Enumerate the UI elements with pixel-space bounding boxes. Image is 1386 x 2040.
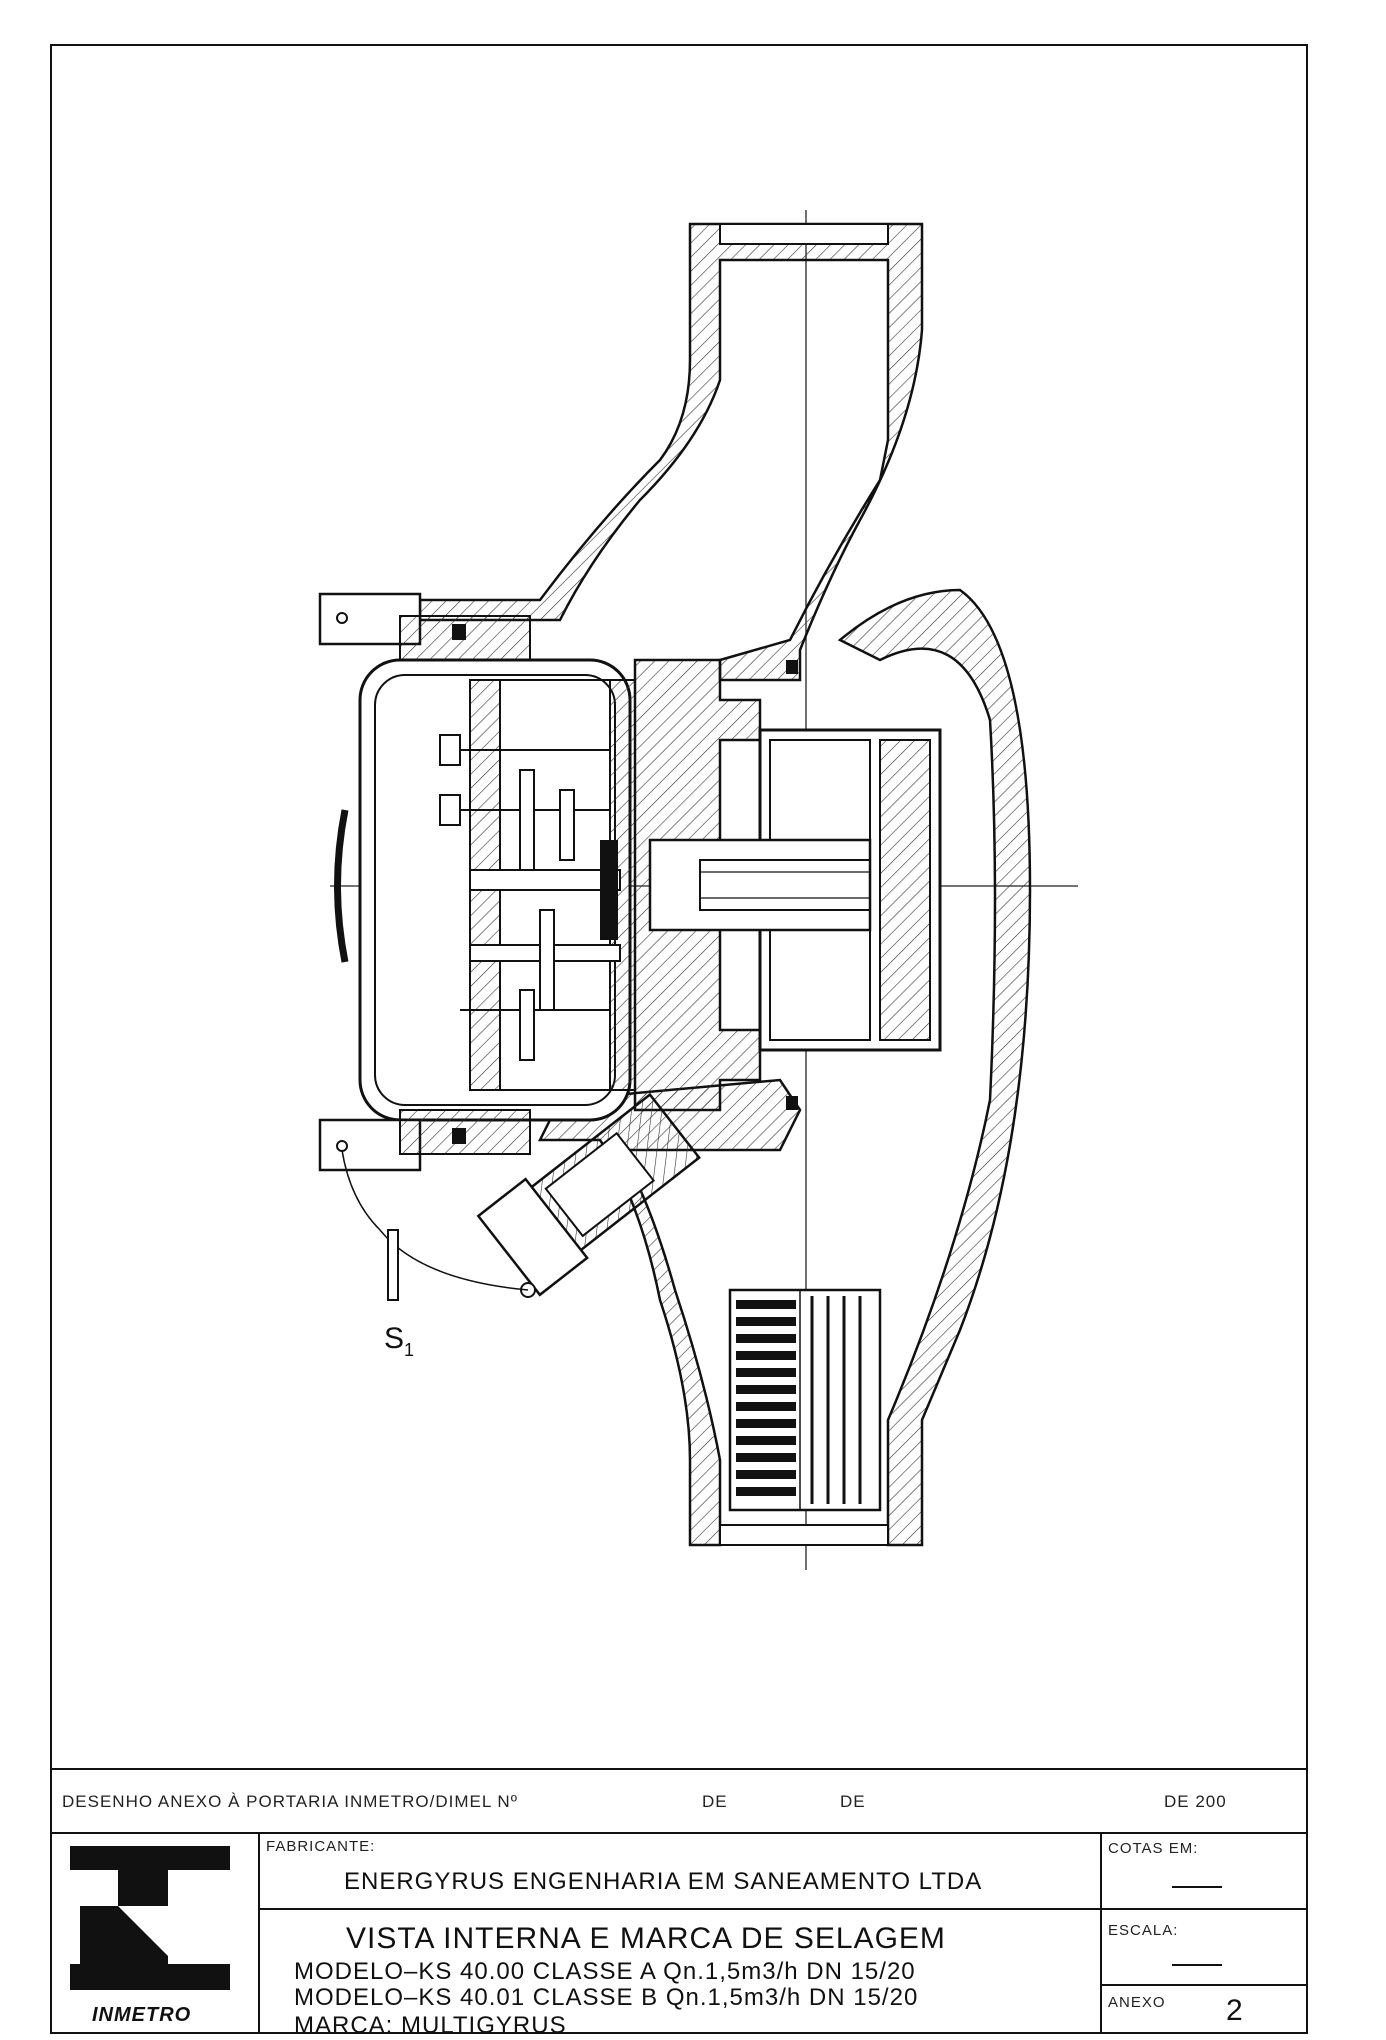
anexo-label: ANEXO	[1108, 1994, 1166, 2011]
gear-train	[439, 734, 621, 1061]
outlet-port	[719, 223, 889, 245]
seal-wire	[341, 1149, 529, 1291]
title-block: INMETRO FABRICANTE: ENERGYRUS ENGENHARIA…	[50, 1834, 1308, 2039]
title-middle: FABRICANTE: ENERGYRUS ENGENHARIA EM SANE…	[260, 1834, 1102, 2039]
cotas-label: COTAS EM:	[1108, 1840, 1199, 1857]
strainer-bar	[736, 1470, 796, 1479]
modelo-a: MODELO–KS 40.00 CLASSE A Qn.1,5m3/h DN 1…	[294, 1958, 916, 1985]
fabricante-row: FABRICANTE: ENERGYRUS ENGENHARIA EM SANE…	[260, 1834, 1100, 1910]
strainer-bar	[736, 1419, 796, 1428]
upper-body-oring	[786, 660, 798, 674]
inmetro-word: INMETRO	[92, 2004, 192, 2026]
lower-body-wall	[537, 1078, 802, 1547]
right-chamber-wall	[837, 588, 1032, 1547]
turbine-side-wall	[879, 739, 931, 1041]
marca: MARCA: MULTIGYRUS	[294, 2012, 567, 2039]
strainer-bar	[736, 1385, 796, 1394]
seal-tag	[387, 1229, 399, 1301]
escala-label: ESCALA:	[1108, 1922, 1179, 1939]
inmetro-logo-icon	[70, 1846, 230, 1990]
upper-seal-oring	[452, 624, 466, 640]
strainer-bar	[736, 1402, 796, 1411]
coupling-shaft	[699, 859, 871, 911]
strainer-bar	[736, 1487, 796, 1496]
regulating-screw	[476, 1092, 701, 1297]
portaria-text: DESENHO ANEXO À PORTARIA INMETRO/DIMEL N…	[62, 1792, 518, 1811]
title-right: COTAS EM: ESCALA: ANEXO 2	[1102, 1834, 1308, 2034]
inlet-port	[719, 1524, 889, 1546]
escala-dash	[1172, 1964, 1222, 1966]
lower-flange-hole	[336, 1140, 348, 1152]
cotas-box: COTAS EM:	[1102, 1834, 1308, 1910]
lens	[334, 809, 349, 963]
magnet-black	[600, 840, 618, 940]
logo-cell: INMETRO	[50, 1834, 260, 2034]
strainer-bar	[736, 1300, 796, 1309]
upper-flange-hole	[336, 612, 348, 624]
strainer-bar	[736, 1317, 796, 1326]
meter-body-shell	[418, 222, 924, 682]
lower-seal-oring	[452, 1128, 466, 1144]
strainer-bar	[736, 1334, 796, 1343]
drawing-title: VISTA INTERNA E MARCA DE SELAGEM	[346, 1922, 946, 1955]
seal-label: S	[384, 1322, 404, 1355]
cotas-dash	[1172, 1886, 1222, 1888]
strainer-bar	[736, 1351, 796, 1360]
portaria-de-1: DE	[702, 1792, 728, 1811]
portaria-year: DE 200	[1164, 1792, 1227, 1811]
fabricante-name: ENERGYRUS ENGENHARIA EM SANEAMENTO LTDA	[344, 1868, 983, 1895]
escala-box: ESCALA:	[1102, 1910, 1308, 1986]
strainer-bar	[736, 1436, 796, 1445]
strainer-bars	[736, 1296, 862, 1504]
portaria-strip: DESENHO ANEXO À PORTARIA INMETRO/DIMEL N…	[50, 1768, 1308, 1834]
anexo-number: 2	[1226, 1994, 1243, 2027]
technical-drawing: S 1	[318, 210, 1078, 1570]
strainer-bar	[736, 1368, 796, 1377]
lower-body-oring	[786, 1096, 798, 1110]
strainer-bar	[736, 1453, 796, 1462]
magnetic-coupling	[648, 838, 872, 932]
seal-label-subscript: 1	[404, 1340, 414, 1360]
modelo-b: MODELO–KS 40.01 CLASSE B Qn.1,5m3/h DN 1…	[294, 1984, 919, 2011]
fabricante-label: FABRICANTE:	[266, 1838, 376, 1855]
portaria-de-2: DE	[840, 1792, 866, 1811]
